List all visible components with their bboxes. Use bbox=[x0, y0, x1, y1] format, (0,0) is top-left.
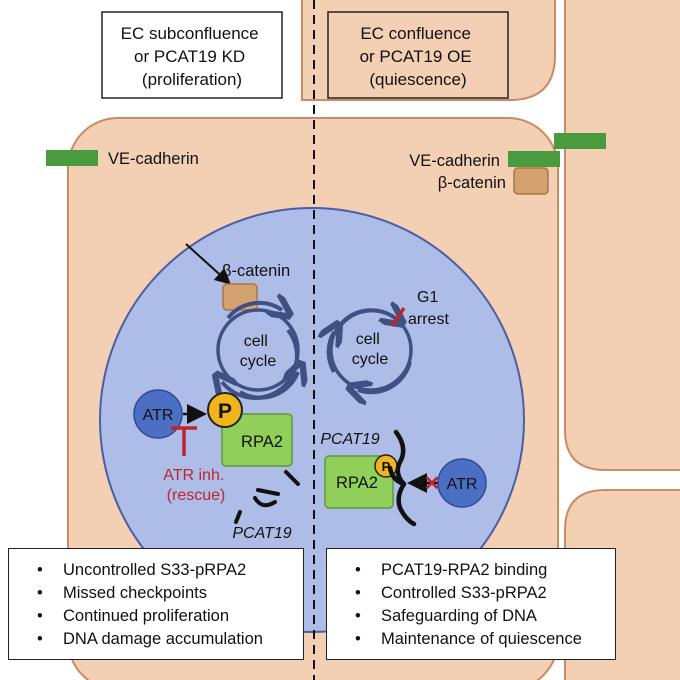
right-header-title: EC confluence or PCAT19 OE (quiescence) bbox=[360, 24, 477, 89]
right-ve-cadherin bbox=[508, 151, 560, 167]
g1-arrest-label: G1 arrest bbox=[408, 289, 449, 328]
right-cycle-arc-c bbox=[329, 332, 334, 373]
right-ve-cadherin-label: VE-cadherin bbox=[409, 152, 500, 170]
right-rpa2-label: RPA2 bbox=[336, 474, 378, 492]
left-cycle-arc-a bbox=[222, 328, 299, 400]
left-atr-label: ATR bbox=[143, 407, 174, 424]
list-item: Uncontrolled S33-pRPA2 bbox=[37, 559, 303, 582]
left-pcat19-fragment bbox=[253, 496, 277, 508]
left-cycle-arc-b bbox=[226, 303, 282, 318]
left-outcomes-box: Uncontrolled S33-pRPA2 Missed checkpoint… bbox=[8, 548, 304, 660]
list-item: Continued proliferation bbox=[37, 605, 303, 628]
left-phospho bbox=[207, 392, 243, 428]
left-ve-cadherin-label: VE-cadherin bbox=[108, 150, 199, 168]
left-pcat19-fragment bbox=[284, 470, 300, 486]
right-beta-catenin bbox=[513, 167, 549, 195]
right-outcomes-list: PCAT19-RPA2 binding Controlled S33-pRPA2… bbox=[327, 549, 615, 651]
right-outcomes-box: PCAT19-RPA2 binding Controlled S33-pRPA2… bbox=[326, 548, 616, 660]
left-outcomes-list: Uncontrolled S33-pRPA2 Missed checkpoint… bbox=[9, 549, 303, 651]
right-cycle-label: cell cycle bbox=[352, 331, 389, 368]
left-atr-node bbox=[133, 389, 183, 439]
g1-arrest-mark bbox=[390, 307, 406, 327]
left-rpa2-label: RPA2 bbox=[241, 433, 283, 451]
neighbor-cell-right-top bbox=[564, 0, 680, 471]
left-rpa2 bbox=[221, 413, 293, 467]
right-cycle-arc-a bbox=[338, 310, 395, 326]
right-phospho-label: P bbox=[382, 459, 391, 474]
list-item: Missed checkpoints bbox=[37, 582, 303, 605]
left-cycle-arc-c bbox=[238, 372, 298, 400]
left-pcat19-fragment bbox=[234, 510, 242, 524]
right-cycle-arc-b bbox=[358, 361, 412, 392]
list-item: Safeguarding of DNA bbox=[355, 605, 615, 628]
right-pcat19-strand bbox=[387, 429, 417, 527]
left-ve-cadherin bbox=[46, 150, 98, 166]
left-pcat19-fragment bbox=[256, 488, 280, 496]
left-cycle-ring bbox=[216, 308, 300, 392]
right-beta-catenin-label: β-catenin bbox=[438, 174, 506, 192]
left-header-box bbox=[101, 11, 283, 99]
list-item: Controlled S33-pRPA2 bbox=[355, 582, 615, 605]
list-item: PCAT19-RPA2 binding bbox=[355, 559, 615, 582]
right-pcat19-label: PCAT19 bbox=[320, 431, 379, 448]
right-header-box bbox=[327, 11, 509, 99]
beta-catenin-import-arrow bbox=[185, 243, 231, 285]
left-beta-catenin-label: β-catenin bbox=[222, 262, 290, 280]
right-atr-label: ATR bbox=[447, 476, 478, 493]
neighbor-ve-cadherin bbox=[554, 133, 606, 149]
left-cycle-label: cell cycle bbox=[240, 333, 277, 370]
left-pcat19-label: PCAT19 bbox=[232, 525, 291, 542]
right-cell-cycle: cell cycle G1 arrest bbox=[329, 289, 449, 392]
left-phospho-label: P bbox=[218, 400, 232, 423]
atr-inhibitor-label: ATR inh. (rescue) bbox=[163, 467, 229, 504]
nucleus bbox=[99, 207, 525, 633]
list-item: DNA damage accumulation bbox=[37, 628, 303, 651]
list-item: Maintenance of quiescence bbox=[355, 628, 615, 651]
left-pcat19-fragments bbox=[234, 470, 300, 524]
right-atr-node bbox=[437, 458, 487, 508]
left-cell-cycle: cell cycle bbox=[216, 303, 300, 400]
left-header-title: EC subconfluence or PCAT19 KD (prolifera… bbox=[121, 24, 264, 89]
atr-blocked-mark: ✕ bbox=[424, 473, 441, 495]
